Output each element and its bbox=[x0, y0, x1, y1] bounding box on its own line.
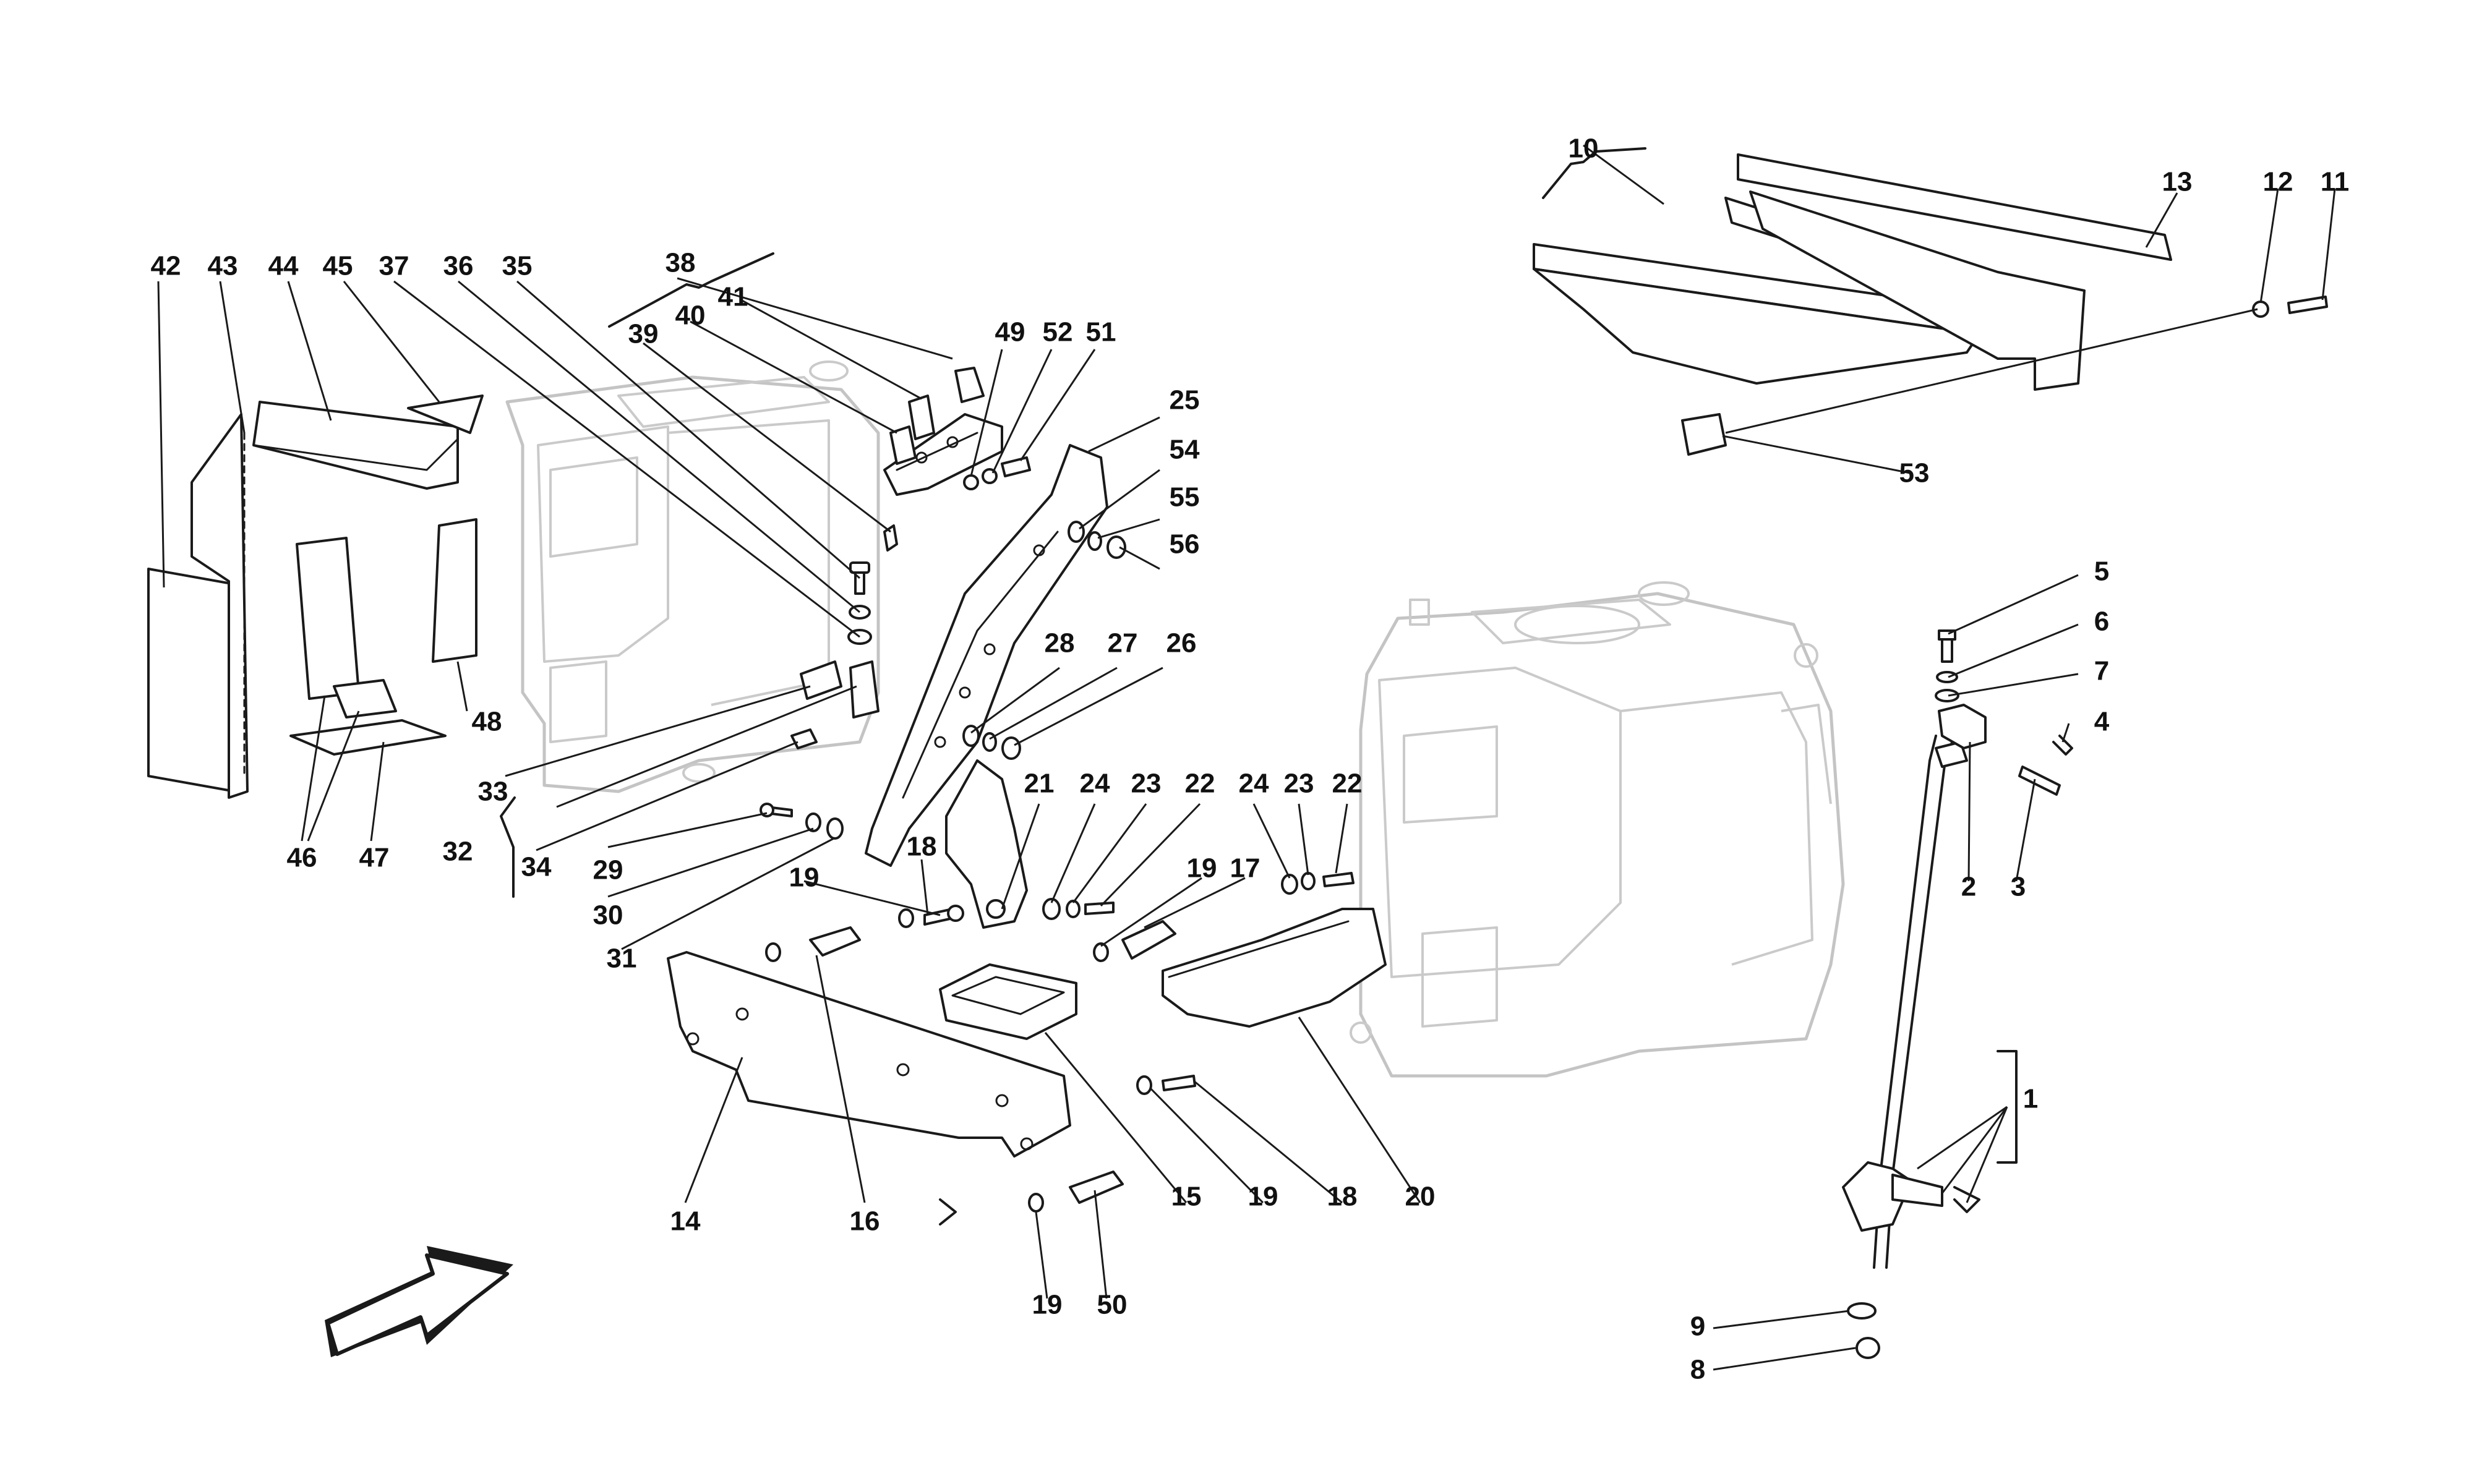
insulation-panel-45 bbox=[407, 394, 484, 434]
callout-15: 15 bbox=[1171, 1182, 1202, 1212]
callout-16: 16 bbox=[850, 1206, 880, 1237]
callout-18b: 18 bbox=[1327, 1182, 1358, 1212]
callout-14: 14 bbox=[670, 1206, 701, 1237]
bolt-set-22-23-24-right bbox=[1281, 872, 1355, 895]
leader-lines bbox=[157, 144, 2336, 1371]
callout-17: 17 bbox=[1230, 853, 1261, 884]
callout-43: 43 bbox=[208, 251, 238, 281]
callout-42: 42 bbox=[151, 251, 181, 281]
callout-44: 44 bbox=[268, 251, 299, 281]
washer-nut-set-54-55-56 bbox=[1068, 521, 1126, 559]
callout-10: 10 bbox=[1569, 134, 1599, 164]
callout-8: 8 bbox=[1690, 1355, 1705, 1385]
callout-55: 55 bbox=[1170, 482, 1200, 513]
callout-12: 12 bbox=[2263, 167, 2293, 197]
callout-38: 38 bbox=[666, 248, 696, 278]
callout-35: 35 bbox=[502, 251, 533, 281]
bolt-set-22-23-24-left bbox=[1042, 898, 1115, 920]
spacer-set-17-19 bbox=[1093, 920, 1176, 962]
callout-26: 26 bbox=[1166, 628, 1197, 659]
callout-39: 39 bbox=[628, 319, 659, 349]
callout-9: 9 bbox=[1690, 1311, 1705, 1342]
insulation-block-46 bbox=[333, 679, 397, 719]
upper-bracket-assembly-38 bbox=[883, 367, 1003, 552]
pivot-bracket-2-7 bbox=[1935, 629, 2073, 796]
callout-22b: 22 bbox=[1332, 769, 1363, 799]
callout-47: 47 bbox=[359, 843, 390, 873]
trim-assembly-10 bbox=[1533, 153, 2328, 456]
callout-41: 41 bbox=[718, 282, 748, 312]
callout-53: 53 bbox=[1899, 458, 1930, 488]
fuel-tank-right-outline bbox=[1350, 581, 1845, 1078]
callout-51: 51 bbox=[1086, 317, 1116, 348]
callout-18a: 18 bbox=[907, 832, 937, 862]
callout-3: 3 bbox=[2011, 872, 2026, 902]
callout-11: 11 bbox=[2321, 167, 2350, 197]
callout-50: 50 bbox=[1097, 1290, 1128, 1320]
callout-36: 36 bbox=[443, 251, 474, 281]
spacer-set-50-19-lower bbox=[1028, 1171, 1124, 1213]
callout-32: 32 bbox=[443, 837, 473, 867]
direction-arrow-icon bbox=[325, 1246, 513, 1357]
bolt-set-29-30-31 bbox=[760, 803, 844, 840]
callout-24b: 24 bbox=[1239, 769, 1269, 799]
callout-37: 37 bbox=[379, 251, 409, 281]
callout-29: 29 bbox=[593, 855, 623, 885]
callout-6: 6 bbox=[2094, 607, 2109, 637]
callout-48: 48 bbox=[472, 707, 502, 737]
drain-rod-assembly bbox=[1842, 735, 1980, 1359]
callout-4: 4 bbox=[2094, 707, 2110, 737]
insulation-panel-46 bbox=[296, 537, 360, 700]
callout-27: 27 bbox=[1108, 628, 1138, 659]
group-brackets bbox=[500, 147, 2018, 1226]
callout-31: 31 bbox=[607, 944, 637, 974]
bolt-set-18-19-upper bbox=[898, 905, 964, 928]
callout-25: 25 bbox=[1170, 385, 1200, 416]
callout-22a: 22 bbox=[1185, 769, 1215, 799]
callout-46: 46 bbox=[287, 843, 317, 873]
callout-19c: 19 bbox=[1248, 1182, 1278, 1212]
callout-52: 52 bbox=[1043, 317, 1073, 348]
bracket-21 bbox=[945, 759, 1028, 929]
callout-5: 5 bbox=[2094, 556, 2109, 587]
callout-33: 33 bbox=[478, 777, 508, 807]
callout-19a: 19 bbox=[789, 863, 820, 893]
mounting-plate-14 bbox=[667, 951, 1071, 1158]
callout-24a: 24 bbox=[1080, 769, 1110, 799]
callout-19d: 19 bbox=[1032, 1290, 1063, 1320]
callout-40: 40 bbox=[675, 301, 706, 331]
insulation-panel-47 bbox=[289, 719, 447, 756]
callout-21: 21 bbox=[1024, 769, 1055, 799]
callout-30: 30 bbox=[593, 900, 623, 931]
callout-2: 2 bbox=[1961, 872, 1976, 902]
bolt-set-49-52-51 bbox=[963, 456, 1031, 490]
fuel-tank-left-outline bbox=[505, 360, 880, 793]
callout-7: 7 bbox=[2094, 656, 2109, 686]
bracket-15 bbox=[939, 963, 1077, 1040]
callout-45: 45 bbox=[323, 251, 353, 281]
bolt-set-18-19-lower bbox=[1136, 1075, 1196, 1095]
callout-labels: 1 2 3 4 5 6 7 8 9 10 11 12 13 14 15 16 1… bbox=[151, 134, 2350, 1385]
callout-23a: 23 bbox=[1131, 769, 1162, 799]
support-bracket-25 bbox=[865, 444, 1108, 867]
callout-28: 28 bbox=[1045, 628, 1075, 659]
callout-1: 1 bbox=[2023, 1084, 2038, 1114]
callout-56: 56 bbox=[1170, 529, 1200, 560]
callout-20: 20 bbox=[1405, 1182, 1436, 1212]
insulation-panel-42 bbox=[147, 568, 236, 793]
callout-19b: 19 bbox=[1187, 853, 1217, 884]
pin-16 bbox=[765, 926, 861, 962]
callout-13: 13 bbox=[2162, 167, 2193, 197]
callout-23b: 23 bbox=[1284, 769, 1314, 799]
insulation-panel-48 bbox=[432, 518, 477, 663]
callout-34: 34 bbox=[521, 852, 552, 882]
callout-54: 54 bbox=[1170, 435, 1200, 465]
insulation-panels-group bbox=[147, 394, 484, 799]
cover-20 bbox=[1162, 908, 1387, 1028]
callout-49: 49 bbox=[995, 317, 1025, 348]
